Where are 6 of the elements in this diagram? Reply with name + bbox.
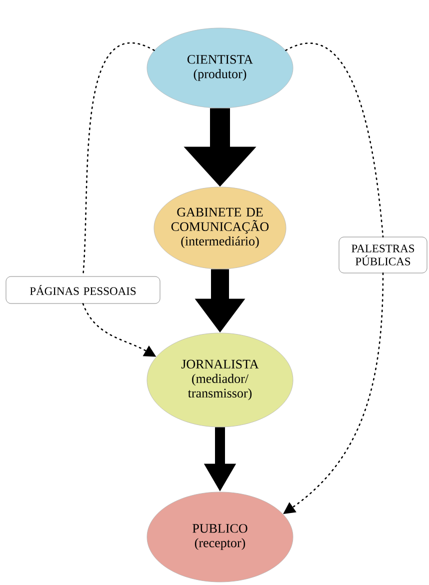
ellipse-node: GABINETE DE COMUNICAÇÃO (intermediário) [154,186,286,270]
ellipse-node: PUBLICO (receptor) [146,492,294,582]
ellipse-node: JORNALISTA (mediador/ transmissor) [146,332,294,428]
rounded-box: PÁGINAS PESSOAIS [6,276,160,304]
rounded-box: PALESTRAS PÚBLICAS [338,236,428,274]
ellipse-node: CIENTISTA (produtor) [146,28,294,108]
